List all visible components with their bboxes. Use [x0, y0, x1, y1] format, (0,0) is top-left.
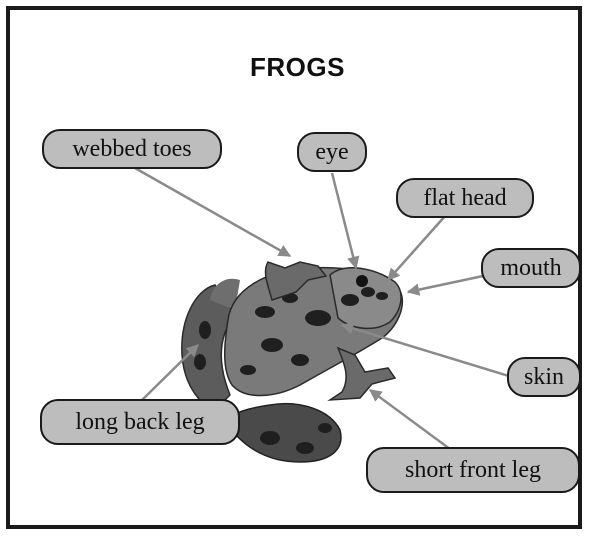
pointer-eye	[332, 173, 356, 268]
pointer-flat-head	[388, 215, 446, 280]
pointer-short-front-leg	[370, 390, 458, 455]
label-skin: skin	[507, 357, 581, 397]
label-long-back-leg: long back leg	[40, 399, 240, 445]
pointer-webbed-toes	[135, 168, 290, 256]
label-webbed-toes: webbed toes	[42, 129, 222, 169]
label-short-front-leg: short front leg	[366, 447, 580, 493]
label-eye: eye	[297, 132, 367, 172]
label-flat-head: flat head	[396, 178, 534, 218]
label-mouth: mouth	[481, 248, 581, 288]
pointer-skin	[342, 325, 512, 377]
frog-eye	[356, 275, 368, 287]
pointer-mouth	[408, 276, 483, 292]
